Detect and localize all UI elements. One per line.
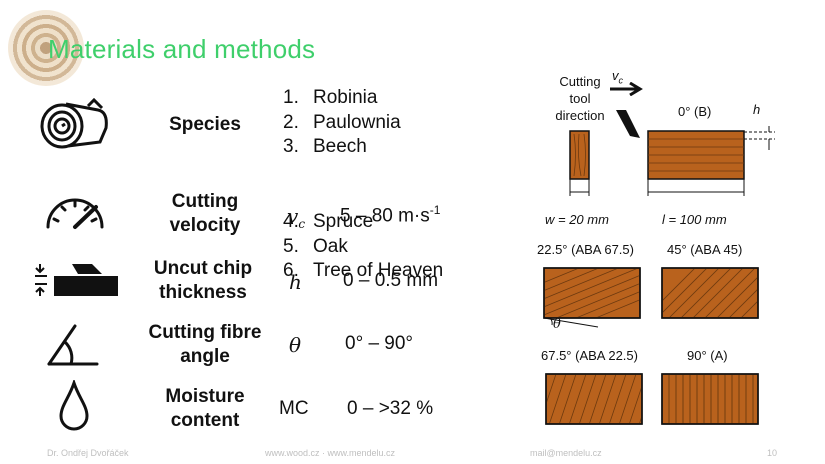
list-item: 6.Tree of Heaven <box>283 260 444 281</box>
list-item: 5.Oak <box>283 235 348 257</box>
value-cutting-fibre-angle: 0° – 90° <box>345 333 414 354</box>
chip-thickness-icon <box>35 264 118 296</box>
symbol-mc: MC <box>279 398 309 419</box>
arrow-right-icon <box>610 82 643 96</box>
symbol-h: h <box>289 270 302 294</box>
value-moisture-content: 0 – >32 % <box>347 398 434 419</box>
label-90-deg: 90° (A) <box>687 348 728 363</box>
label-67-5-deg: 67.5° (ABA 22.5) <box>541 348 638 363</box>
list-item: 1.Robinia <box>283 87 378 108</box>
width-label: w = 20 mm <box>545 212 609 227</box>
h-label: h <box>753 102 761 117</box>
page-number: 10 <box>767 448 778 458</box>
list-item: 2.Paulownia <box>283 111 401 133</box>
label-22-5-deg: 22.5° (ABA 67.5) <box>537 242 634 257</box>
log-icon <box>40 98 108 149</box>
length-label: l = 100 mm <box>662 212 727 227</box>
label-45-deg: 45° (ABA 45) <box>667 242 743 257</box>
page-title: Materials and methods <box>48 34 316 64</box>
symbol-theta: θ <box>289 333 302 357</box>
footer-website: www.wood.cz · www.mendelu.cz <box>265 448 396 458</box>
speedometer-icon <box>46 198 104 229</box>
angle-icon <box>47 324 99 366</box>
label-species: Species <box>169 114 241 135</box>
species-list-bottom: 4.Spruce 5.Oak 6.Tree of Heaven <box>283 210 443 284</box>
logo-icon <box>8 10 84 86</box>
sample-figure-middle <box>543 267 759 328</box>
species-list-top: 1.Robinia 2.Paulownia 3.Beech <box>283 86 401 160</box>
list-item: 4.Spruce <box>283 211 374 232</box>
label-0-deg: 0° (B) <box>678 104 712 119</box>
symbol-vc: vc <box>287 204 306 231</box>
value-uncut-chip-thickness: 0 – 0.5 mm <box>343 270 439 291</box>
theta-label: θ <box>553 317 561 332</box>
value-cutting-velocity: 5 – 80 m·s-1 <box>340 203 441 227</box>
cutting-tool-icon <box>616 110 640 138</box>
list-item: 3.Beech <box>283 136 367 157</box>
footer-author: Dr. Ondřej Dvořáček <box>47 448 129 458</box>
vc-label: vc <box>612 68 623 86</box>
footer-email: mail@mendelu.cz <box>530 448 602 458</box>
droplet-icon <box>59 380 89 431</box>
sample-figure <box>569 126 775 196</box>
sample-figure-bottom <box>545 373 759 425</box>
